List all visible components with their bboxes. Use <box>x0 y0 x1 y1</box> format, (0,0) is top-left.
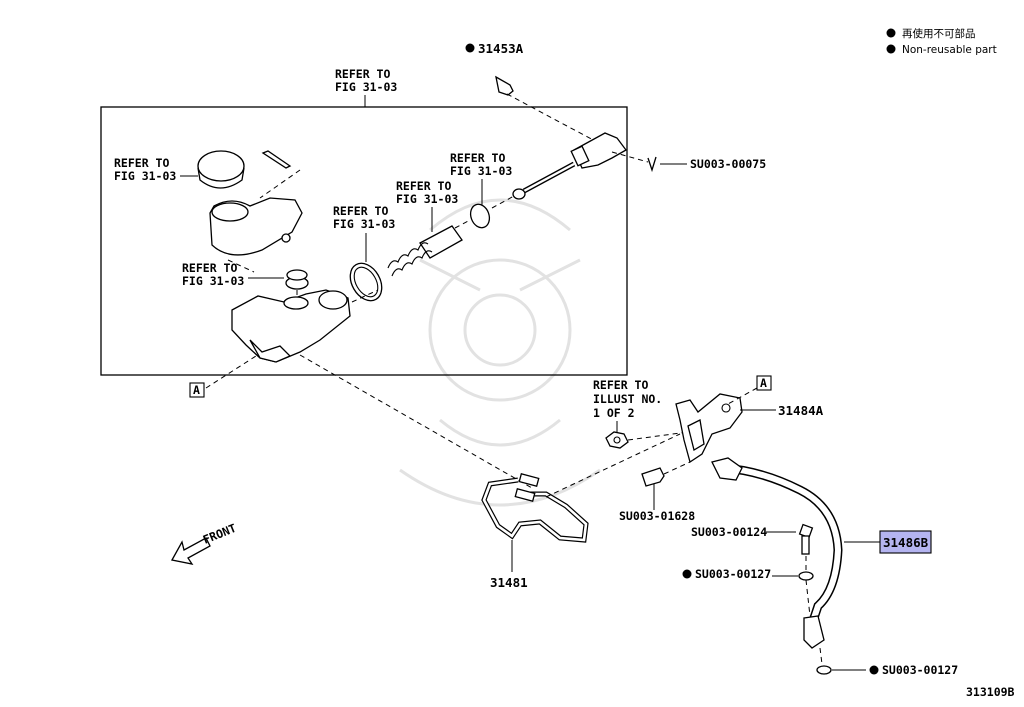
part-SU003-00127-lower[interactable]: SU003-00127 <box>882 663 958 677</box>
refer-illust-line-3: 1 OF 2 <box>593 406 635 420</box>
ref-marker-left-label: A <box>193 383 200 397</box>
union-bolt-icon <box>798 523 814 555</box>
nut-icon <box>605 431 629 449</box>
clip-icon <box>647 156 657 173</box>
ref-marker-right <box>756 375 772 391</box>
piston-spring-icon <box>387 225 463 277</box>
refer-label-cap-2: FIG 31-03 <box>114 169 176 183</box>
legend-line-2: Non-reusable part <box>902 44 997 56</box>
ref-marker-right-label: A <box>760 376 767 390</box>
refer-label-grommet-2: FIG 31-03 <box>182 274 244 288</box>
reservoir-icon <box>209 197 303 256</box>
refer-label-piston-2: FIG 31-03 <box>396 192 458 206</box>
watermark-logo <box>399 198 601 507</box>
illustration-number: 313109B <box>966 685 1015 699</box>
front-arrow <box>170 537 211 565</box>
part-SU003-01628[interactable]: SU003-01628 <box>619 509 695 523</box>
refer-label-top-2: FIG 31-03 <box>335 80 397 94</box>
nonreusable-bullet-00127-upper <box>682 569 692 579</box>
part-31481[interactable]: 31481 <box>490 575 528 590</box>
part-31486B[interactable]: 31486B <box>883 535 929 550</box>
refer-illust-line-1: REFER TO <box>593 378 648 392</box>
part-SU003-00127-upper[interactable]: SU003-00127 <box>695 567 771 581</box>
refer-label-oring-2: FIG 31-03 <box>333 217 395 231</box>
reservoir-cap-icon <box>197 150 245 189</box>
legend-bullet-2 <box>886 44 896 54</box>
ref-marker-left <box>189 382 205 398</box>
flexible-hose-icon <box>711 457 843 649</box>
refer-label-cap-1: REFER TO <box>114 156 169 170</box>
nonreusable-bullet-00127-lower <box>869 665 879 675</box>
washer-upper-icon <box>798 571 814 581</box>
o-ring-icon <box>349 262 383 302</box>
hose-clip-icon <box>641 467 665 487</box>
refer-label-top-1: REFER TO <box>335 67 390 81</box>
snap-ring-icon <box>469 203 491 229</box>
part-31484A[interactable]: 31484A <box>778 403 824 418</box>
refer-label-oring-1: REFER TO <box>333 204 388 218</box>
front-label: FRONT <box>201 521 238 547</box>
clevis-pin-icon <box>495 75 514 96</box>
clutch-line-tube-icon <box>481 473 589 543</box>
part-SU003-00075[interactable]: SU003-00075 <box>690 157 766 171</box>
part-SU003-00124[interactable]: SU003-00124 <box>691 525 767 539</box>
legend: 再使用不可部品 Non-reusable part <box>886 27 997 56</box>
refer-label-snapring-1: REFER TO <box>450 151 505 165</box>
refer-illust-line-2: ILLUST NO. <box>593 392 662 406</box>
subassembly-box <box>100 106 628 376</box>
refer-label-piston-1: REFER TO <box>396 179 451 193</box>
part-31486B-highlight <box>879 530 932 554</box>
push-rod-icon <box>512 132 627 200</box>
part-31453A[interactable]: 31453A <box>478 41 524 56</box>
legend-line-1: 再使用不可部品 <box>902 27 976 40</box>
bracket-icon <box>675 393 743 464</box>
nonreusable-bullet-31453A <box>465 43 475 53</box>
pin-icon <box>261 150 292 169</box>
washer-lower-icon <box>816 665 832 675</box>
refer-label-grommet-1: REFER TO <box>182 261 237 275</box>
grommet-icon <box>285 269 309 290</box>
legend-bullet-1 <box>886 28 896 38</box>
master-cylinder-icon <box>231 289 351 363</box>
refer-label-snapring-2: FIG 31-03 <box>450 164 512 178</box>
